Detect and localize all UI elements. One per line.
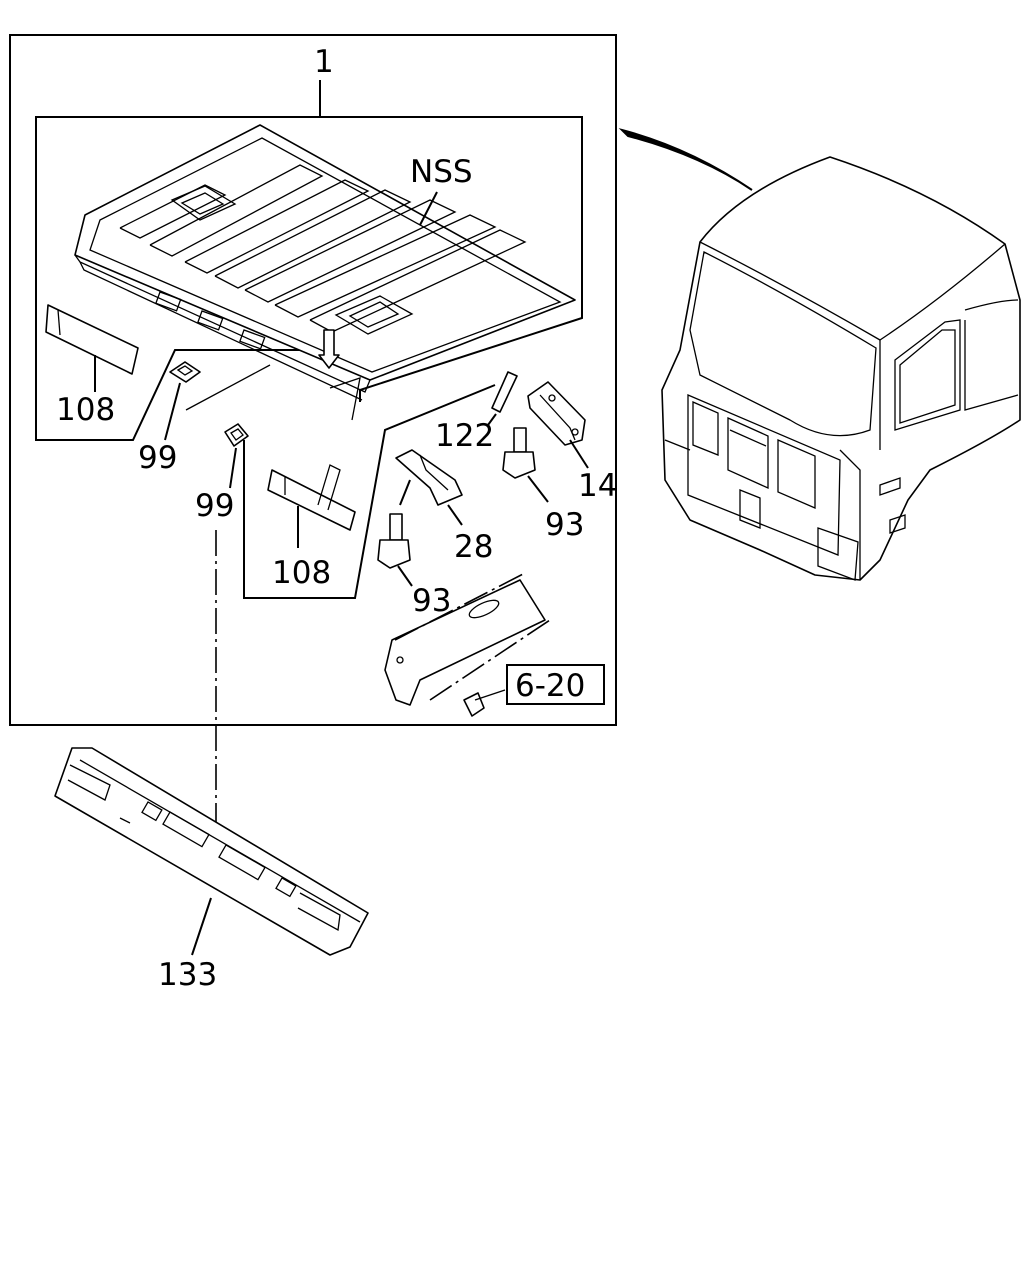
callout-133: 133: [158, 957, 217, 993]
bracket-28: [395, 449, 463, 526]
bracket-frame: [243, 384, 496, 599]
pad-leader-lines: [185, 364, 271, 411]
cab-section-6-20: [384, 572, 551, 717]
bushing-122: [487, 371, 518, 426]
arrow-marker: [318, 329, 340, 369]
callout-99-lower: 99: [195, 488, 234, 524]
callout-99-upper: 99: [138, 440, 177, 476]
callout-122: 122: [435, 418, 494, 454]
roof-frame-inner: [320, 116, 583, 402]
bolt-93-upper: [502, 427, 549, 503]
callout-108-lower: 108: [272, 555, 331, 591]
bracket-108-left: [45, 304, 139, 392]
bracket-108-lower: [267, 464, 356, 548]
callout-nss: NSS: [410, 154, 473, 190]
callout-28: 28: [454, 529, 493, 565]
assembly-frame-outer: [9, 34, 617, 726]
callout-14: 14: [578, 468, 617, 504]
cab-view-arrow: [618, 128, 753, 191]
truck-cab: [661, 156, 1021, 581]
roof-rail-133: [54, 747, 369, 956]
pad-99-lower: [224, 423, 249, 489]
roof-frame-inner-left: [35, 116, 320, 441]
bolt-93-lower: [377, 479, 413, 587]
stopper-14: [527, 381, 589, 469]
roof-panel: [74, 124, 576, 401]
callout-1: 1: [314, 44, 334, 80]
ref-box: [506, 664, 605, 705]
callout-108-upper: 108: [56, 392, 115, 428]
callout-93-lower: 93: [412, 583, 451, 619]
pad-99-upper: [164, 361, 201, 441]
callout-93-upper: 93: [545, 507, 584, 543]
callout-6-20: 6-20: [515, 668, 585, 704]
